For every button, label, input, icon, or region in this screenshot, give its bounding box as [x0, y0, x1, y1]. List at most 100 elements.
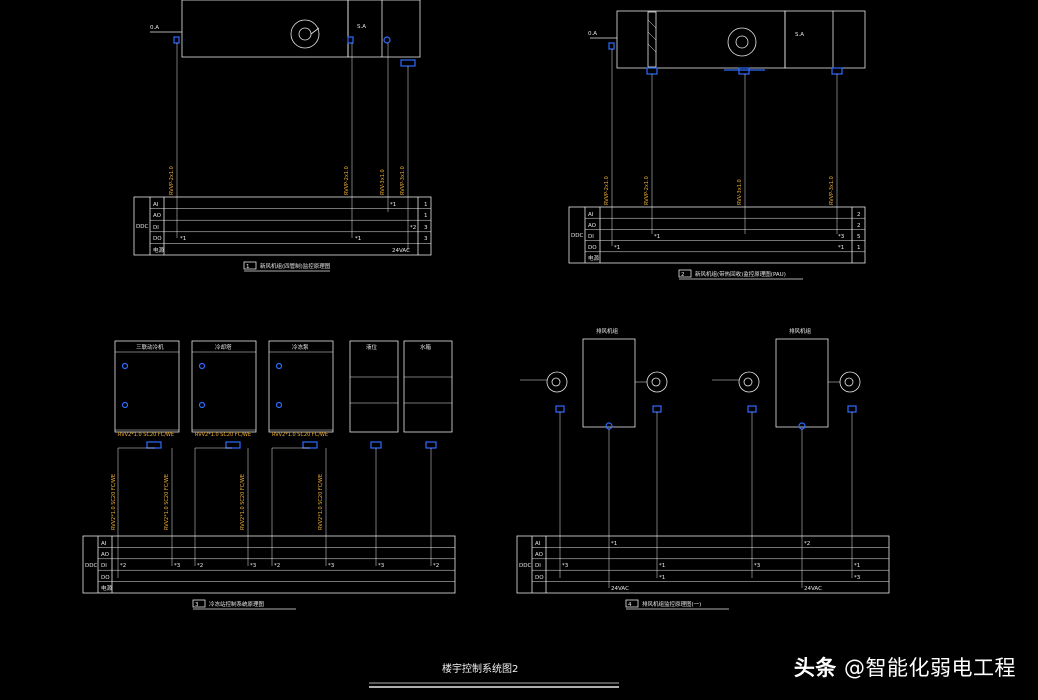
svg-text:RVV2*1.0 SC20 FC/WE: RVV2*1.0 SC20 FC/WE — [164, 474, 170, 530]
svg-text:液位: 液位 — [366, 343, 378, 351]
svg-text:*3: *3 — [250, 563, 257, 569]
fan-icon — [839, 371, 861, 393]
svg-text:DI: DI — [153, 225, 159, 231]
svg-text:3: 3 — [424, 236, 428, 242]
svg-text:*1: *1 — [659, 575, 665, 581]
svg-text:1: 1 — [424, 202, 428, 208]
svg-text:RVV2*1.0 SC20 FC/WE: RVV2*1.0 SC20 FC/WE — [318, 474, 324, 530]
svg-text:RVVP-2x1.0: RVVP-2x1.0 — [169, 166, 175, 195]
svg-text:RVVP-2x1.0: RVVP-2x1.0 — [604, 176, 610, 205]
svg-text:*3: *3 — [378, 563, 385, 569]
diagram-3-chiller-plant: 三联动冷机 RVV2*1.0 SC20 FC/WE 冷却塔 RVV2*1.0 S… — [82, 340, 456, 610]
svg-text:水箱: 水箱 — [420, 343, 432, 351]
svg-text:排风机组: 排风机组 — [596, 327, 619, 335]
svg-text:RVV2*1.0 SC20 FC/WE: RVV2*1.0 SC20 FC/WE — [272, 432, 328, 438]
fan-icon — [727, 27, 757, 57]
svg-text:*2: *2 — [410, 225, 416, 231]
svg-text:AI: AI — [535, 541, 541, 547]
ddc-label: DDC — [519, 563, 531, 569]
svg-text:2: 2 — [857, 223, 861, 229]
svg-text:3: 3 — [195, 602, 199, 608]
watermark-brand: 头条 — [793, 656, 837, 680]
svg-text:RVV2*1.0 SC20 FC/WE: RVV2*1.0 SC20 FC/WE — [118, 432, 174, 438]
svg-text:3: 3 — [424, 225, 428, 231]
ddc-label: DDC — [136, 224, 148, 230]
diagram-4-exhaust-fans: 排风机组 排风机组 DD — [516, 327, 890, 610]
fan-icon — [646, 371, 668, 393]
svg-text:*1: *1 — [654, 234, 660, 240]
svg-text:*3: *3 — [328, 563, 335, 569]
svg-text:1: 1 — [246, 264, 250, 270]
sheet-title: 楼宇控制系统图2 — [442, 662, 518, 675]
svg-text:*3: *3 — [854, 575, 861, 581]
svg-text:*1: *1 — [390, 202, 396, 208]
diagram-caption: 冷冻站控制系统原理图 — [209, 600, 265, 608]
svg-text:冷冻泵: 冷冻泵 — [292, 343, 309, 351]
svg-text:*2: *2 — [804, 541, 810, 547]
svg-text:DI: DI — [101, 563, 107, 569]
svg-text:*1: *1 — [854, 563, 860, 569]
fan-label: 0.A — [588, 31, 597, 37]
svg-text:*3: *3 — [838, 234, 845, 240]
svg-text:2: 2 — [681, 272, 685, 278]
svg-text:1: 1 — [857, 245, 861, 251]
watermark: 头条 @智能化弱电工程 — [794, 652, 1016, 682]
ddc-label: DDC — [85, 563, 97, 569]
svg-text:冷却塔: 冷却塔 — [215, 343, 232, 351]
svg-text:*3: *3 — [562, 563, 569, 569]
svg-text:*1: *1 — [355, 236, 361, 242]
svg-text:AI: AI — [101, 541, 107, 547]
svg-text:24VAC: 24VAC — [804, 586, 822, 592]
sheet-title-block: 楼宇控制系统图2 — [369, 662, 619, 688]
svg-text:24VAC: 24VAC — [392, 248, 410, 254]
svg-text:电源: 电源 — [101, 584, 113, 592]
svg-text:AI: AI — [153, 202, 159, 208]
svg-text:RVV2*1.0 SC20 FC/WE: RVV2*1.0 SC20 FC/WE — [111, 474, 117, 530]
svg-text:三联动冷机: 三联动冷机 — [136, 343, 164, 351]
svg-text:*3: *3 — [754, 563, 761, 569]
svg-text:24VAC: 24VAC — [611, 586, 629, 592]
svg-text:DO: DO — [588, 245, 597, 251]
fan-label: 0.A — [150, 25, 159, 31]
diagram-caption: 排风机组监控原理图(一) — [642, 600, 701, 608]
svg-text:1: 1 — [424, 213, 428, 219]
svg-text:RVV-3x1.0: RVV-3x1.0 — [737, 179, 743, 205]
svg-text:电源: 电源 — [153, 246, 165, 254]
diagram-caption: 新风机组(四管制)监控原理图 — [260, 262, 331, 270]
fan-label: S.A — [357, 24, 366, 30]
svg-text:AO: AO — [101, 552, 110, 558]
svg-text:AO: AO — [588, 223, 597, 229]
svg-text:AI: AI — [588, 212, 594, 218]
svg-text:*2: *2 — [197, 563, 203, 569]
svg-text:RVV-3x1.0: RVV-3x1.0 — [380, 169, 386, 195]
svg-text:*1: *1 — [659, 563, 665, 569]
svg-text:排风机组: 排风机组 — [789, 327, 812, 335]
svg-text:*2: *2 — [120, 563, 126, 569]
svg-text:RVVP-3x1.0: RVVP-3x1.0 — [829, 176, 835, 205]
svg-text:RVV2*1.0 SC20 FC/WE: RVV2*1.0 SC20 FC/WE — [240, 474, 246, 530]
svg-text:DI: DI — [588, 234, 594, 240]
svg-text:*1: *1 — [838, 245, 844, 251]
svg-text:*2: *2 — [274, 563, 280, 569]
fan-label: S.A — [795, 32, 804, 38]
svg-text:电源: 电源 — [588, 254, 600, 262]
svg-text:4: 4 — [628, 602, 632, 608]
fan-icon — [738, 371, 760, 393]
svg-text:*3: *3 — [174, 563, 181, 569]
svg-text:DO: DO — [535, 575, 544, 581]
watermark-handle: @智能化弱电工程 — [844, 656, 1016, 680]
svg-text:DO: DO — [153, 236, 162, 242]
svg-text:2: 2 — [857, 212, 861, 218]
svg-text:RVVP-3x1.0: RVVP-3x1.0 — [400, 166, 406, 195]
svg-text:*1: *1 — [611, 541, 617, 547]
svg-text:RVVP-2x1.0: RVVP-2x1.0 — [644, 176, 650, 205]
fan-icon — [546, 371, 568, 393]
diagram-2-heat-recovery-unit: 0.A S.A RVVP-2x1.0 RVVP-2x1.0 RVV-3x1.0 … — [568, 10, 866, 280]
svg-text:DO: DO — [101, 575, 110, 581]
svg-text:RVVP-2x1.0: RVVP-2x1.0 — [344, 166, 350, 195]
svg-text:*2: *2 — [433, 563, 439, 569]
ddc-label: DDC — [571, 233, 583, 239]
svg-text:AO: AO — [535, 552, 544, 558]
svg-text:*1: *1 — [180, 236, 186, 242]
